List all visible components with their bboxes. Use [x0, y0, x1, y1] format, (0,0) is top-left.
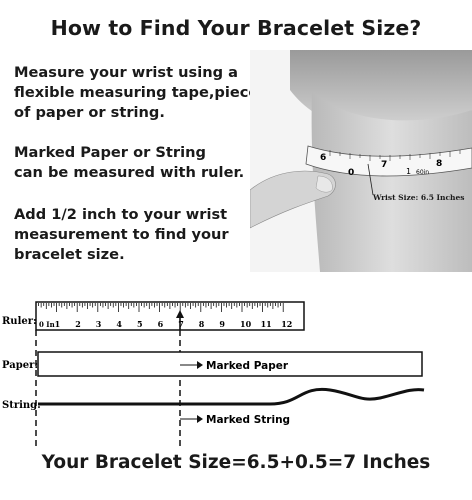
wrist-measurement-photo: 6 7 8 0 1 60in	[250, 50, 472, 272]
paper-label: Paper:	[2, 360, 38, 371]
tape-unit: 60in	[416, 169, 429, 176]
instruction-line: flexible measuring tape,piece	[14, 84, 259, 101]
instruction-ruler: Marked Paper or String can be measured w…	[14, 143, 246, 183]
ruler-number: 4	[116, 319, 122, 329]
ruler-number: 8	[199, 319, 205, 329]
bracelet-size-formula: Your Bracelet Size=6.5+0.5=7 Inches	[41, 452, 431, 473]
mark-arrow-icon	[176, 310, 184, 318]
forearm-shape	[311, 90, 472, 272]
ruler-number: 11	[261, 319, 272, 329]
thumbnail-shape	[315, 175, 333, 193]
ruler-unit: 0 In	[39, 320, 55, 329]
marked-paper-label: Marked Paper	[206, 360, 289, 372]
instruction-line: Add 1/2 inch to your wrist	[14, 206, 228, 223]
thumb-shape	[250, 170, 336, 229]
paper-strip	[37, 351, 423, 377]
string-line	[38, 387, 425, 406]
arrow-icon	[197, 361, 203, 369]
ruler-number: 10	[240, 319, 252, 329]
ruler-ticks	[35, 303, 284, 312]
arrow-icon	[197, 415, 203, 423]
instruction-line: measurement to find your	[14, 226, 229, 243]
tape-number: 7	[381, 160, 387, 170]
instruction-line: Measure your wrist using a	[14, 64, 238, 81]
tape-number: 1	[406, 167, 411, 176]
ruler-label: Ruler:	[2, 316, 37, 327]
ruler-number: 7	[178, 319, 184, 329]
ruler-number: 9	[219, 319, 225, 329]
string-label: String:	[2, 400, 41, 411]
instruction-line: can be measured with ruler.	[14, 164, 245, 181]
instruction-line: Marked Paper or String	[14, 144, 206, 161]
tape-number: 6	[320, 153, 326, 163]
ruler-number: 5	[137, 319, 143, 329]
ruler-number: 6	[158, 319, 164, 329]
ruler-number: 3	[96, 319, 102, 329]
ruler-number: 1	[55, 319, 61, 329]
tape-number: 8	[436, 159, 442, 169]
ruler-number: 12	[281, 319, 292, 329]
page-title: How to Find Your Bracelet Size?	[50, 16, 422, 40]
marked-string-label: Marked String	[206, 414, 290, 426]
instruction-add: Add 1/2 inch to your wrist measurement t…	[14, 205, 246, 265]
tape-ticks	[329, 150, 461, 161]
instruction-line: of paper or string.	[14, 104, 165, 121]
wrist-size-label: Wrist Size: 6.5 Inches	[373, 193, 465, 202]
instruction-measure: Measure your wrist using a flexible meas…	[14, 63, 259, 123]
tape-number: 0	[348, 168, 354, 178]
wrist-size-pointer	[367, 163, 374, 196]
instruction-line: bracelet size.	[14, 246, 125, 263]
ruler-number: 2	[75, 319, 81, 329]
